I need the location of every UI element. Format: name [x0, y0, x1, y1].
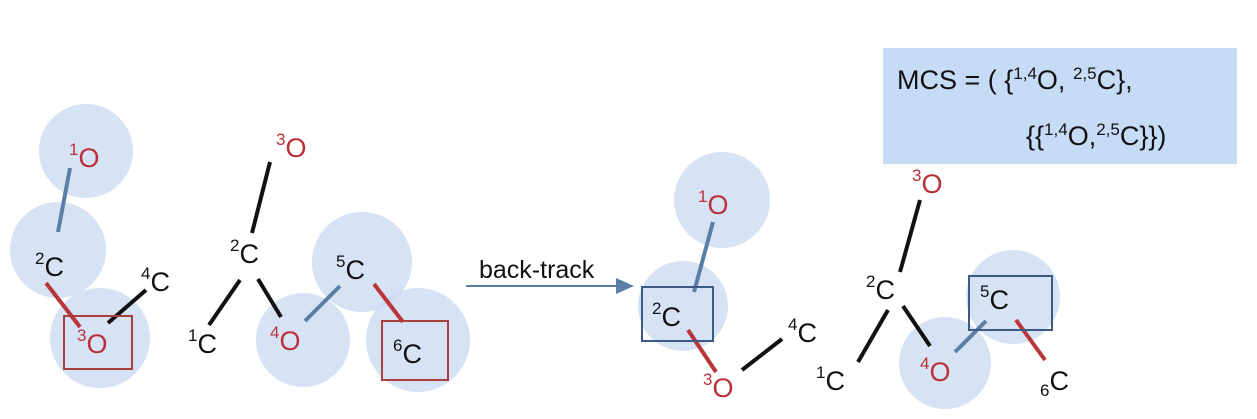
atom-l1-c2: 2C	[35, 249, 64, 282]
halo-l2-c6	[366, 288, 470, 392]
left-graph-1: 1O 2C 3O 4C	[10, 104, 170, 388]
atom-l1-o1: 1O	[69, 140, 99, 173]
atom-l2-c5: 5C	[336, 252, 365, 285]
box-l2-c6	[381, 320, 449, 381]
atom-l2-o3: 3O	[276, 130, 306, 163]
bond-l1-o1-c2	[56, 167, 72, 233]
atom-r2-o3: 3O	[912, 166, 942, 199]
atom-r1-c4: 4C	[788, 315, 817, 348]
halo-r2-c5	[966, 250, 1060, 344]
atom-l1-o3: 3O	[77, 326, 107, 359]
right-graph-1: 1O 2C 3O 4C	[638, 152, 817, 403]
mcs-result-box: MCS = ( {1,4O, 2,5C}, {{1,4O,2,5C}})	[883, 48, 1237, 164]
atom-r2-o4: 4O	[920, 354, 950, 387]
bond-l2-c5-c6	[372, 282, 405, 324]
right-graph-2: 3O 2C 1C 4O 5C 6C	[816, 166, 1069, 409]
right-graph-1-halos	[638, 152, 770, 351]
atom-r2-c6: 6C	[1040, 366, 1069, 400]
atom-l2-c6: 6C	[393, 336, 422, 369]
bond-l1-o3-c4	[106, 288, 148, 325]
atom-r2-c2: 2C	[866, 272, 895, 305]
bond-r2-c5-c6	[1014, 318, 1047, 362]
mcs-line-2: {{1,4O,2,5C}})	[1026, 119, 1167, 151]
halo-l1-o1	[39, 104, 133, 198]
box-l1-o3	[63, 315, 133, 370]
bond-r2-o4-c5	[953, 319, 988, 354]
bond-r1-o3-c4	[740, 337, 784, 372]
bond-r1-c2-o3	[686, 328, 718, 374]
left-graph-2-halos	[256, 212, 470, 392]
halo-l1-c2	[10, 202, 106, 298]
atom-r2-c5: 5C	[980, 282, 1009, 315]
bond-l2-c2-o4	[256, 277, 283, 319]
atom-l1-c4: 4C	[141, 264, 170, 297]
atom-l2-c1: 1C	[188, 326, 217, 359]
atom-r2-c1: 1C	[816, 363, 845, 396]
halo-r1-o1	[674, 152, 770, 248]
left-graph-2: 3O 2C 1C 4O 5C 6C	[188, 130, 470, 392]
halo-r1-c2	[638, 261, 728, 351]
bond-l2-o4-c5	[303, 284, 342, 323]
mcs-line-1: MCS = ( {1,4O, 2,5C},	[897, 63, 1133, 95]
box-r1-c2	[641, 286, 714, 342]
bond-l2-c2-c1	[207, 278, 242, 327]
atom-l2-o4: 4O	[270, 323, 300, 356]
bond-l2-o3-c2	[250, 161, 272, 234]
box-r2-c5	[968, 275, 1053, 331]
backtrack-arrow: back-track	[466, 256, 634, 294]
atom-r1-c2: 2C	[652, 299, 681, 332]
bond-r2-c2-c1	[856, 309, 890, 363]
arrow-label: back-track	[479, 256, 595, 284]
bond-r1-o1-c2	[692, 221, 715, 293]
atom-l2-c2: 2C	[230, 236, 259, 269]
halo-l1-o3	[50, 288, 150, 388]
atom-r1-o1: 1O	[698, 187, 728, 220]
bond-l1-c2-o3	[44, 281, 82, 329]
bond-r2-c2-o4	[901, 304, 932, 348]
bond-r2-o3-c2	[898, 199, 922, 273]
atom-r1-o3: 3O	[703, 370, 733, 403]
left-graph-1-halos	[10, 104, 150, 388]
